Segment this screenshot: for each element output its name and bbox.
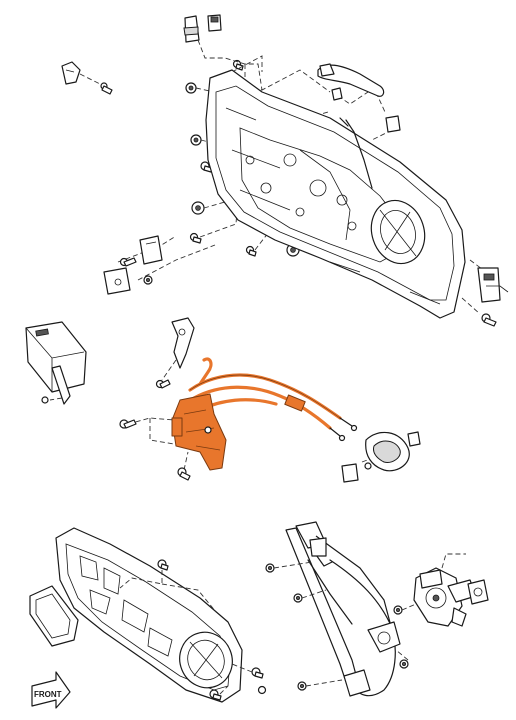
inner-door-handle [341,431,421,483]
door-trim-panel [55,527,243,703]
hinge-bolt-left [61,61,113,95]
trim-fasteners [119,559,267,701]
window-regulator-motor [413,567,489,627]
door-shell [205,69,466,319]
front-label: FRONT [34,690,62,699]
top-clip-left [183,15,200,43]
regulator-fasteners [265,553,466,691]
outer-door-handle [317,63,401,133]
top-clip-right [207,14,222,32]
trim-panel-group: FRONT [29,527,267,709]
inner-release-bracket [155,317,195,389]
window-regulator-group [265,521,489,697]
door-shell-group [61,14,509,327]
lock-leaders [119,417,379,481]
lock-cables [188,357,358,442]
front-direction-arrow: FRONT [31,671,71,709]
lock-assembly-group [25,317,421,483]
door-striker-right [477,267,509,327]
door-lock-actuator [171,393,227,471]
window-regulator-rail [285,521,401,697]
lock-actuator-box [25,321,87,405]
check-link-bracket [103,235,163,295]
speaker-grille [29,585,79,647]
